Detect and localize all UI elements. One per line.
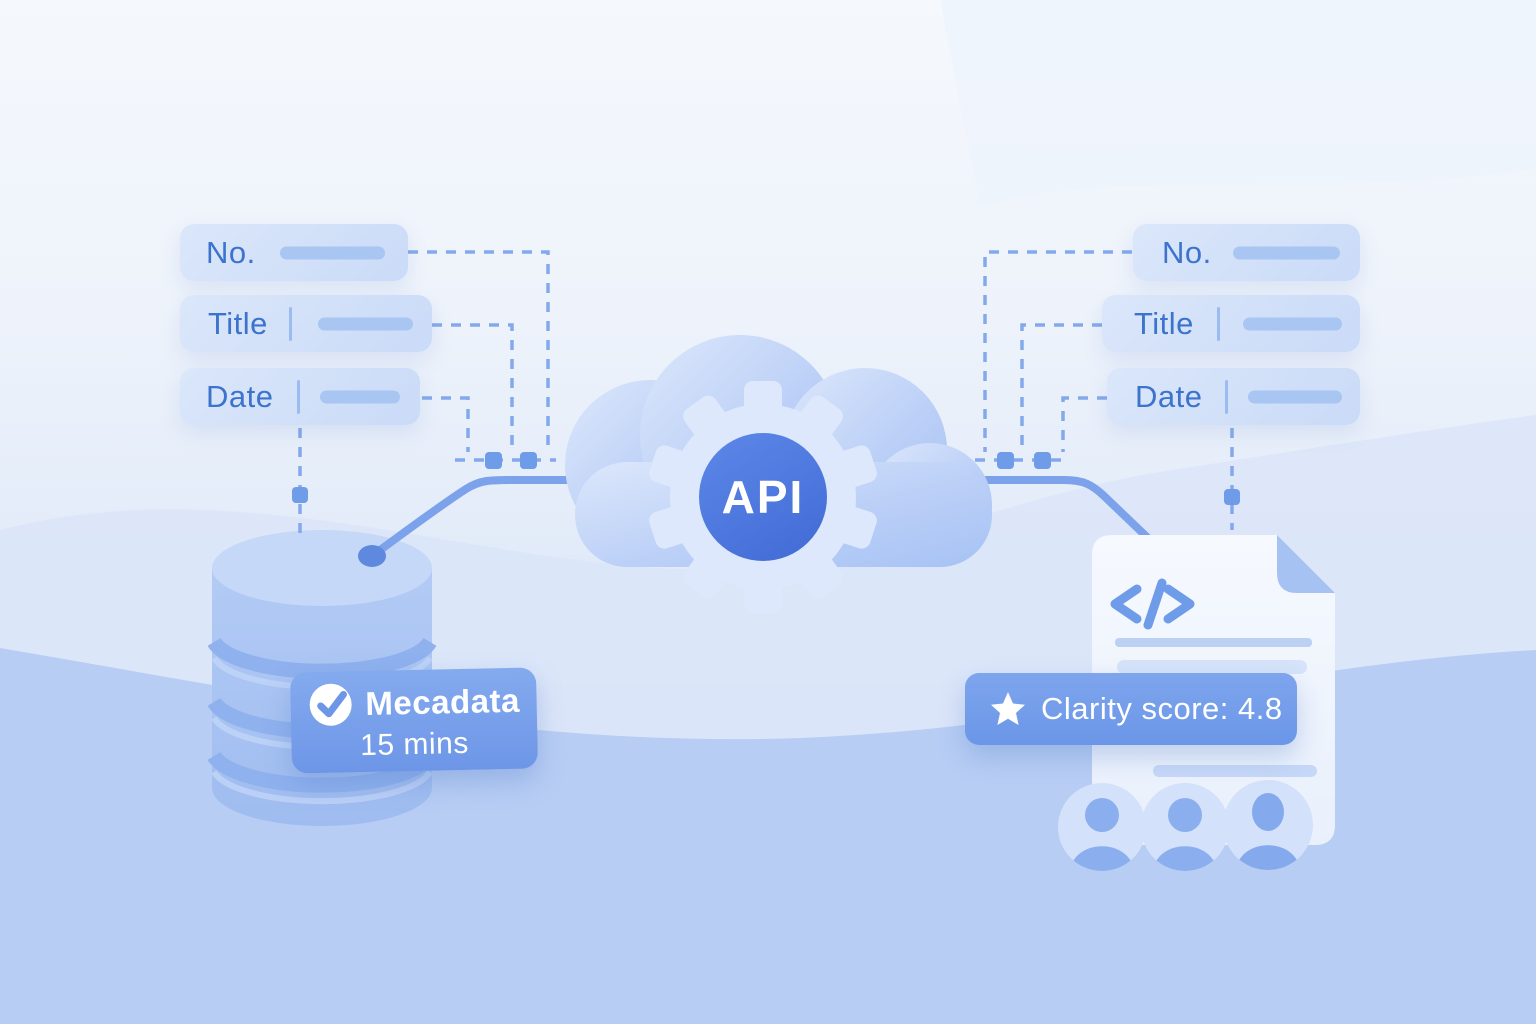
connector-right-title (1020, 323, 1102, 452)
field-label: No. (1162, 234, 1212, 270)
field-value-placeholder (280, 246, 385, 259)
avatar (1141, 783, 1229, 871)
pipe-api-to-document (796, 476, 1154, 544)
metadata-title: Mecadata (365, 681, 521, 722)
avatar-group (1058, 780, 1313, 871)
check-circle-icon (309, 683, 352, 726)
field-label: Date (206, 378, 274, 414)
code-icon (1110, 578, 1195, 630)
gear-icon: API (646, 381, 880, 613)
document-rule (1115, 638, 1312, 647)
field-card-right-no: No. (1133, 224, 1360, 281)
connector-right-no (983, 250, 1132, 452)
clarity-badge: Clarity score: 4.8 (965, 673, 1297, 745)
field-divider (1225, 379, 1228, 414)
field-card-left-no: No. (180, 224, 408, 281)
connector-left-date (422, 396, 470, 452)
field-card-right-date: Date (1107, 368, 1360, 425)
field-label: Title (208, 305, 268, 341)
pipe-database-to-api (368, 476, 764, 560)
field-value-placeholder (1233, 246, 1340, 259)
api-label: API (722, 471, 805, 523)
document-line (1153, 765, 1317, 777)
connector-nodes (292, 452, 1240, 505)
connector-left-no (408, 250, 550, 452)
field-value-placeholder (1248, 390, 1342, 403)
field-label: Title (1134, 305, 1194, 341)
metadata-badge: Mecadata 15 mins (289, 667, 539, 774)
field-card-left-title: Title (180, 295, 432, 352)
field-divider (1217, 306, 1220, 341)
folded-corner (1277, 535, 1335, 593)
field-card-right-title: Title (1102, 295, 1360, 352)
api-cloud: API (565, 335, 992, 613)
field-divider (297, 379, 300, 414)
connector-left-title (432, 323, 514, 452)
field-value-placeholder (320, 390, 400, 403)
clarity-label: Clarity score: 4.8 (1041, 691, 1283, 726)
field-label: Date (1135, 378, 1203, 414)
field-divider (289, 306, 292, 341)
connector-right-date (1061, 396, 1107, 452)
pipe-start-node (358, 545, 386, 567)
field-value-placeholder (318, 317, 413, 330)
field-value-placeholder (1243, 317, 1342, 330)
document-line (1117, 660, 1307, 674)
field-label: No. (206, 234, 256, 270)
field-card-left-date: Date (180, 368, 420, 425)
avatar (1223, 780, 1313, 870)
api-circle (699, 433, 827, 561)
star-icon (991, 692, 1025, 725)
avatar (1058, 783, 1146, 871)
metadata-subtitle: 15 mins (359, 726, 470, 762)
